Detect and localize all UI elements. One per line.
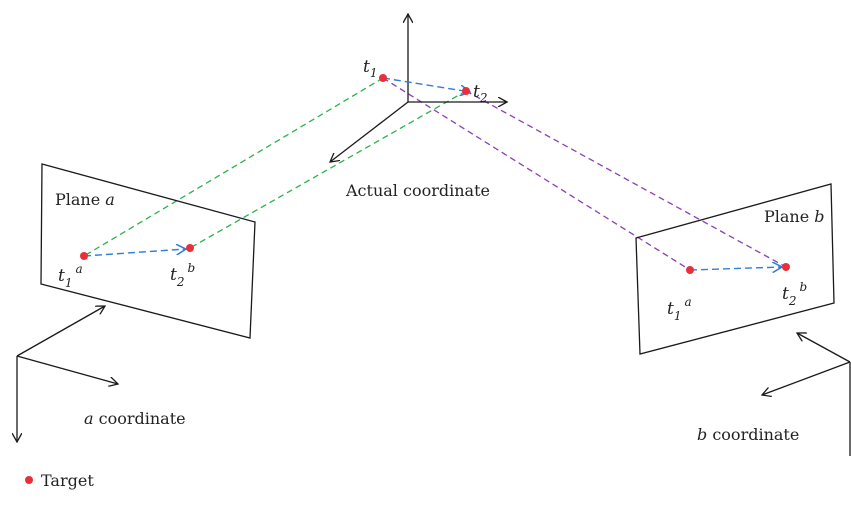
target-dot-icon [80, 252, 88, 260]
projection-line-t1-to-t1a-right [382, 77, 691, 271]
actual-coordinate-label: Actual coordinate [345, 181, 490, 200]
target-dot-icon [186, 244, 194, 252]
a-axis-right [16, 355, 118, 384]
motion-arrow-actual [382, 77, 470, 92]
motion-arrow-plane-a [83, 249, 186, 257]
label-t1a-right: t1a [667, 295, 692, 323]
target-dot-icon [25, 476, 33, 484]
label-t2: t2 [473, 82, 487, 105]
label-t2b-left: t2b [170, 261, 195, 289]
projection-line-t2-to-t2b [189, 90, 467, 249]
plane-a-label: Plane a [55, 190, 115, 209]
actual-y-axis [330, 101, 409, 162]
plane-b-label: Plane b [764, 207, 825, 226]
actual-coordinate-axes [330, 14, 507, 162]
b-axis-left [762, 361, 851, 395]
label-t2b-right: t2b [782, 280, 807, 308]
legend-target-label: Target [41, 471, 94, 490]
target-dot-icon [686, 266, 694, 274]
b-coordinate-label: b coordinate [697, 425, 799, 444]
plane-b [635, 183, 835, 355]
legend: Target [25, 471, 94, 490]
a-axis-up [16, 306, 105, 357]
a-coordinate-label: a coordinate [84, 409, 186, 428]
projection-lines-plane-b [382, 77, 787, 271]
projection-line-t2-to-t2b-right [465, 90, 787, 268]
a-coordinate-axes [17, 306, 118, 442]
target-dot-icon [379, 74, 387, 82]
label-t1a: t1a [58, 262, 83, 290]
plane-a [40, 163, 256, 339]
b-axis-up [797, 333, 851, 363]
projection-lines-plane-a [83, 77, 467, 257]
motion-arrows [83, 77, 782, 270]
target-dot-icon [462, 87, 470, 95]
motion-arrow-plane-b [689, 267, 782, 270]
projection-line-t1-to-t1a [83, 77, 384, 257]
b-coordinate-axes [762, 333, 851, 456]
target-dots [80, 74, 790, 274]
target-dot-icon [782, 263, 790, 271]
label-t1: t1 [363, 57, 377, 80]
